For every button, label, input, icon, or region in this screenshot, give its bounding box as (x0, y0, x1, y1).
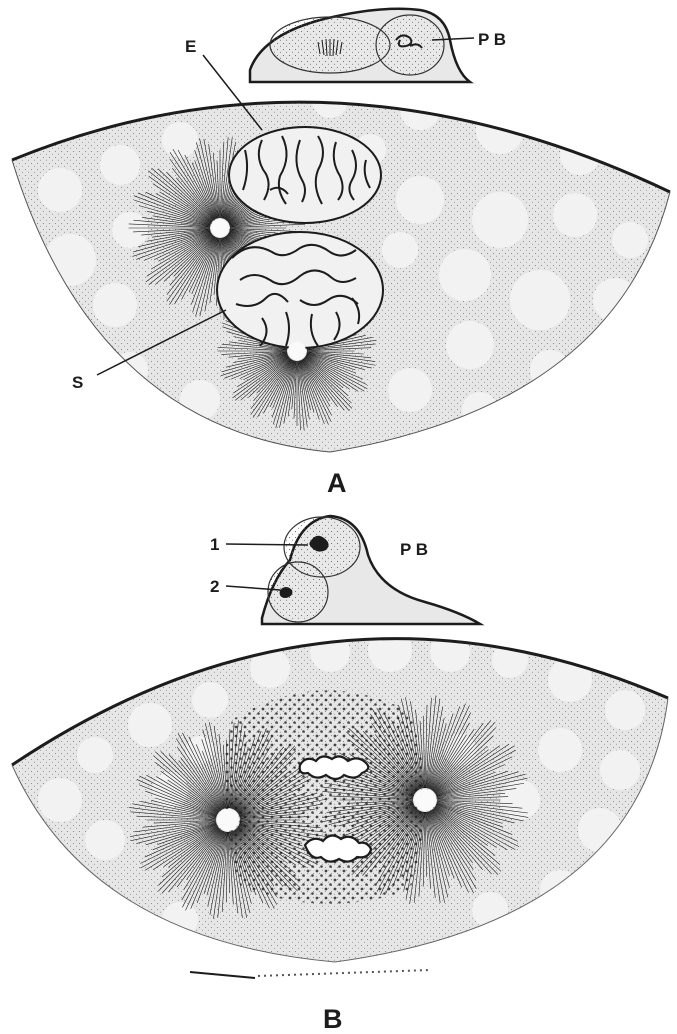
yolk-droplet (540, 870, 580, 910)
yolk-droplet (33, 858, 77, 902)
yolk-droplet (38, 168, 82, 212)
label-egg-nucleus: E (185, 37, 196, 56)
yolk-droplet (162, 122, 198, 158)
yolk-droplet (510, 270, 570, 330)
centrosome-upper (211, 219, 229, 237)
panel-a-letter: A (327, 468, 347, 498)
yolk-droplet (85, 820, 125, 860)
yolk-droplet (388, 368, 432, 412)
yolk-droplet (77, 737, 113, 773)
panel-a-drawing: E S P B A (0, 0, 677, 500)
yolk-droplet (25, 305, 65, 345)
yolk-droplet (104, 904, 136, 936)
yolk-droplet (93, 283, 137, 327)
centrosome-lower (288, 342, 306, 360)
yolk-droplet (192, 682, 228, 718)
panel-b-drawing: 1 2 P B B (0, 500, 677, 1034)
yolk-droplet (396, 176, 444, 224)
polar-body-2 (268, 562, 328, 622)
yolk-droplet (162, 902, 198, 938)
leader-1 (226, 544, 308, 545)
yolk-droplet (439, 249, 491, 301)
yolk-droplet (128, 703, 172, 747)
yolk-droplet (530, 350, 570, 390)
yolk-droplet (612, 222, 648, 258)
yolk-droplet (553, 193, 597, 237)
chromosome-mass-upper (300, 756, 369, 779)
panel-b-letter: B (323, 1004, 343, 1034)
yolk-droplet (472, 192, 528, 248)
yolk-droplet (430, 632, 470, 672)
yolk-droplet (600, 750, 640, 790)
label-polar-body: P B (478, 30, 506, 49)
yolk-droplet (310, 632, 350, 672)
panel-a: E S P B A (0, 0, 677, 500)
yolk-droplet (605, 690, 645, 730)
bottom-dotted-mark (258, 970, 430, 976)
egg-nucleus (229, 127, 381, 223)
centrosome-right (414, 789, 436, 811)
label-sperm-nucleus: S (72, 373, 83, 392)
panel-b: 1 2 P B B (0, 500, 677, 1034)
yolk-droplet (382, 232, 418, 268)
bottom-mark (190, 972, 255, 978)
yolk-droplet (472, 892, 508, 928)
yolk-droplet (100, 145, 140, 185)
label-polar-body-2: 2 (210, 577, 219, 596)
label-polar-body-1: 1 (210, 535, 219, 554)
yolk-droplet (604, 344, 636, 376)
yolk-droplet (180, 380, 220, 420)
centrosome-left (217, 809, 239, 831)
yolk-droplet (462, 392, 498, 428)
yolk-droplet (38, 778, 82, 822)
yolk-droplet (312, 82, 348, 118)
yolk-droplet (446, 321, 494, 369)
yolk-droplet (538, 728, 582, 772)
yolk-droplet (112, 352, 148, 388)
yolk-droplet (368, 628, 412, 672)
label-polar-body: P B (400, 540, 428, 559)
yolk-droplet (624, 874, 656, 906)
